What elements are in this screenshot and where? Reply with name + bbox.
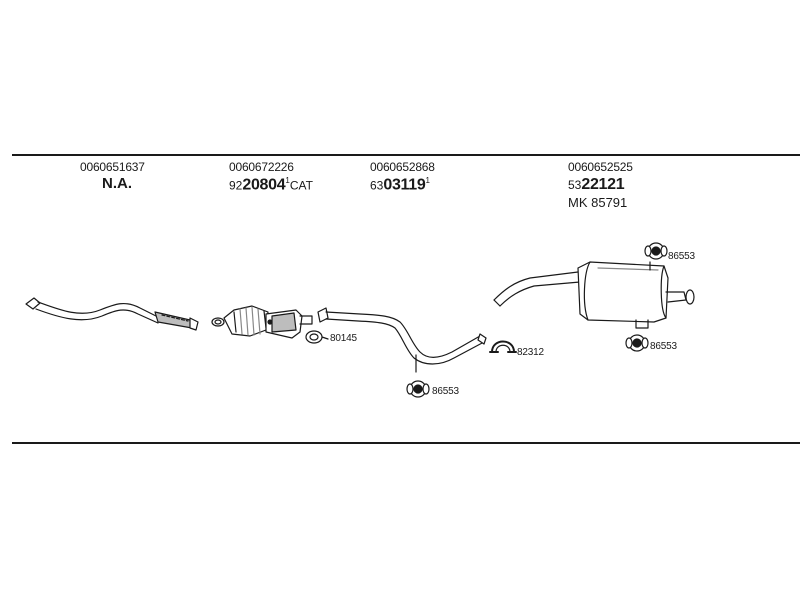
part-code-prefix: 92 <box>229 178 243 193</box>
oe-number: 0060652525 <box>568 160 633 174</box>
part-code: 5322121 <box>568 177 633 193</box>
part-group-front-pipe: 0060651637 N.A. <box>80 161 145 191</box>
part-code-prefix: 53 <box>568 178 582 192</box>
part-code-sup: 1 <box>425 176 430 185</box>
part-code-main: 22121 <box>581 176 625 193</box>
oe-number: 0060672226 <box>229 160 294 174</box>
rubber-hanger-right-top <box>644 242 668 260</box>
middle-pipe <box>317 307 487 373</box>
clamp-82312 <box>489 340 517 353</box>
part-code-main: 20804 <box>242 176 286 194</box>
callout-82312: 82312 <box>517 347 544 358</box>
front-pipe <box>25 297 199 331</box>
bottom-divider <box>12 442 800 444</box>
rubber-hanger-center <box>406 380 430 398</box>
part-code-sup: 1 <box>285 176 290 185</box>
part-group-catalytic-converter: 0060672226 92208041CAT <box>229 161 313 193</box>
part-group-rear-silencer: 0060652525 5322121 MK 85791 <box>568 161 633 209</box>
catalytic-converter <box>223 305 313 339</box>
not-available-label: N.A. <box>102 175 132 192</box>
callout-86553-center: 86553 <box>432 386 459 397</box>
callout-80145: 80145 <box>330 333 357 344</box>
part-group-middle-pipe: 0060652868 63031191 <box>370 161 435 193</box>
gasket-80145 <box>305 330 329 344</box>
top-divider <box>12 154 800 156</box>
part-code: 63031191 <box>370 177 435 193</box>
part-code-main: 03119 <box>383 176 426 194</box>
rear-silencer <box>493 261 695 329</box>
coupling-gasket <box>211 317 225 327</box>
callout-86553-right-top: 86553 <box>668 251 695 262</box>
part-code-suffix: CAT <box>289 178 313 193</box>
oe-number: 0060651637 <box>80 160 145 174</box>
part-code-prefix: 63 <box>370 178 384 193</box>
oe-number: 0060652868 <box>370 160 435 174</box>
part-code: 92208041CAT <box>229 177 313 193</box>
mounting-kit-label: MK 85791 <box>568 195 628 210</box>
callout-86553-right-bottom: 86553 <box>650 341 677 352</box>
rubber-hanger-right-bottom <box>625 334 649 352</box>
